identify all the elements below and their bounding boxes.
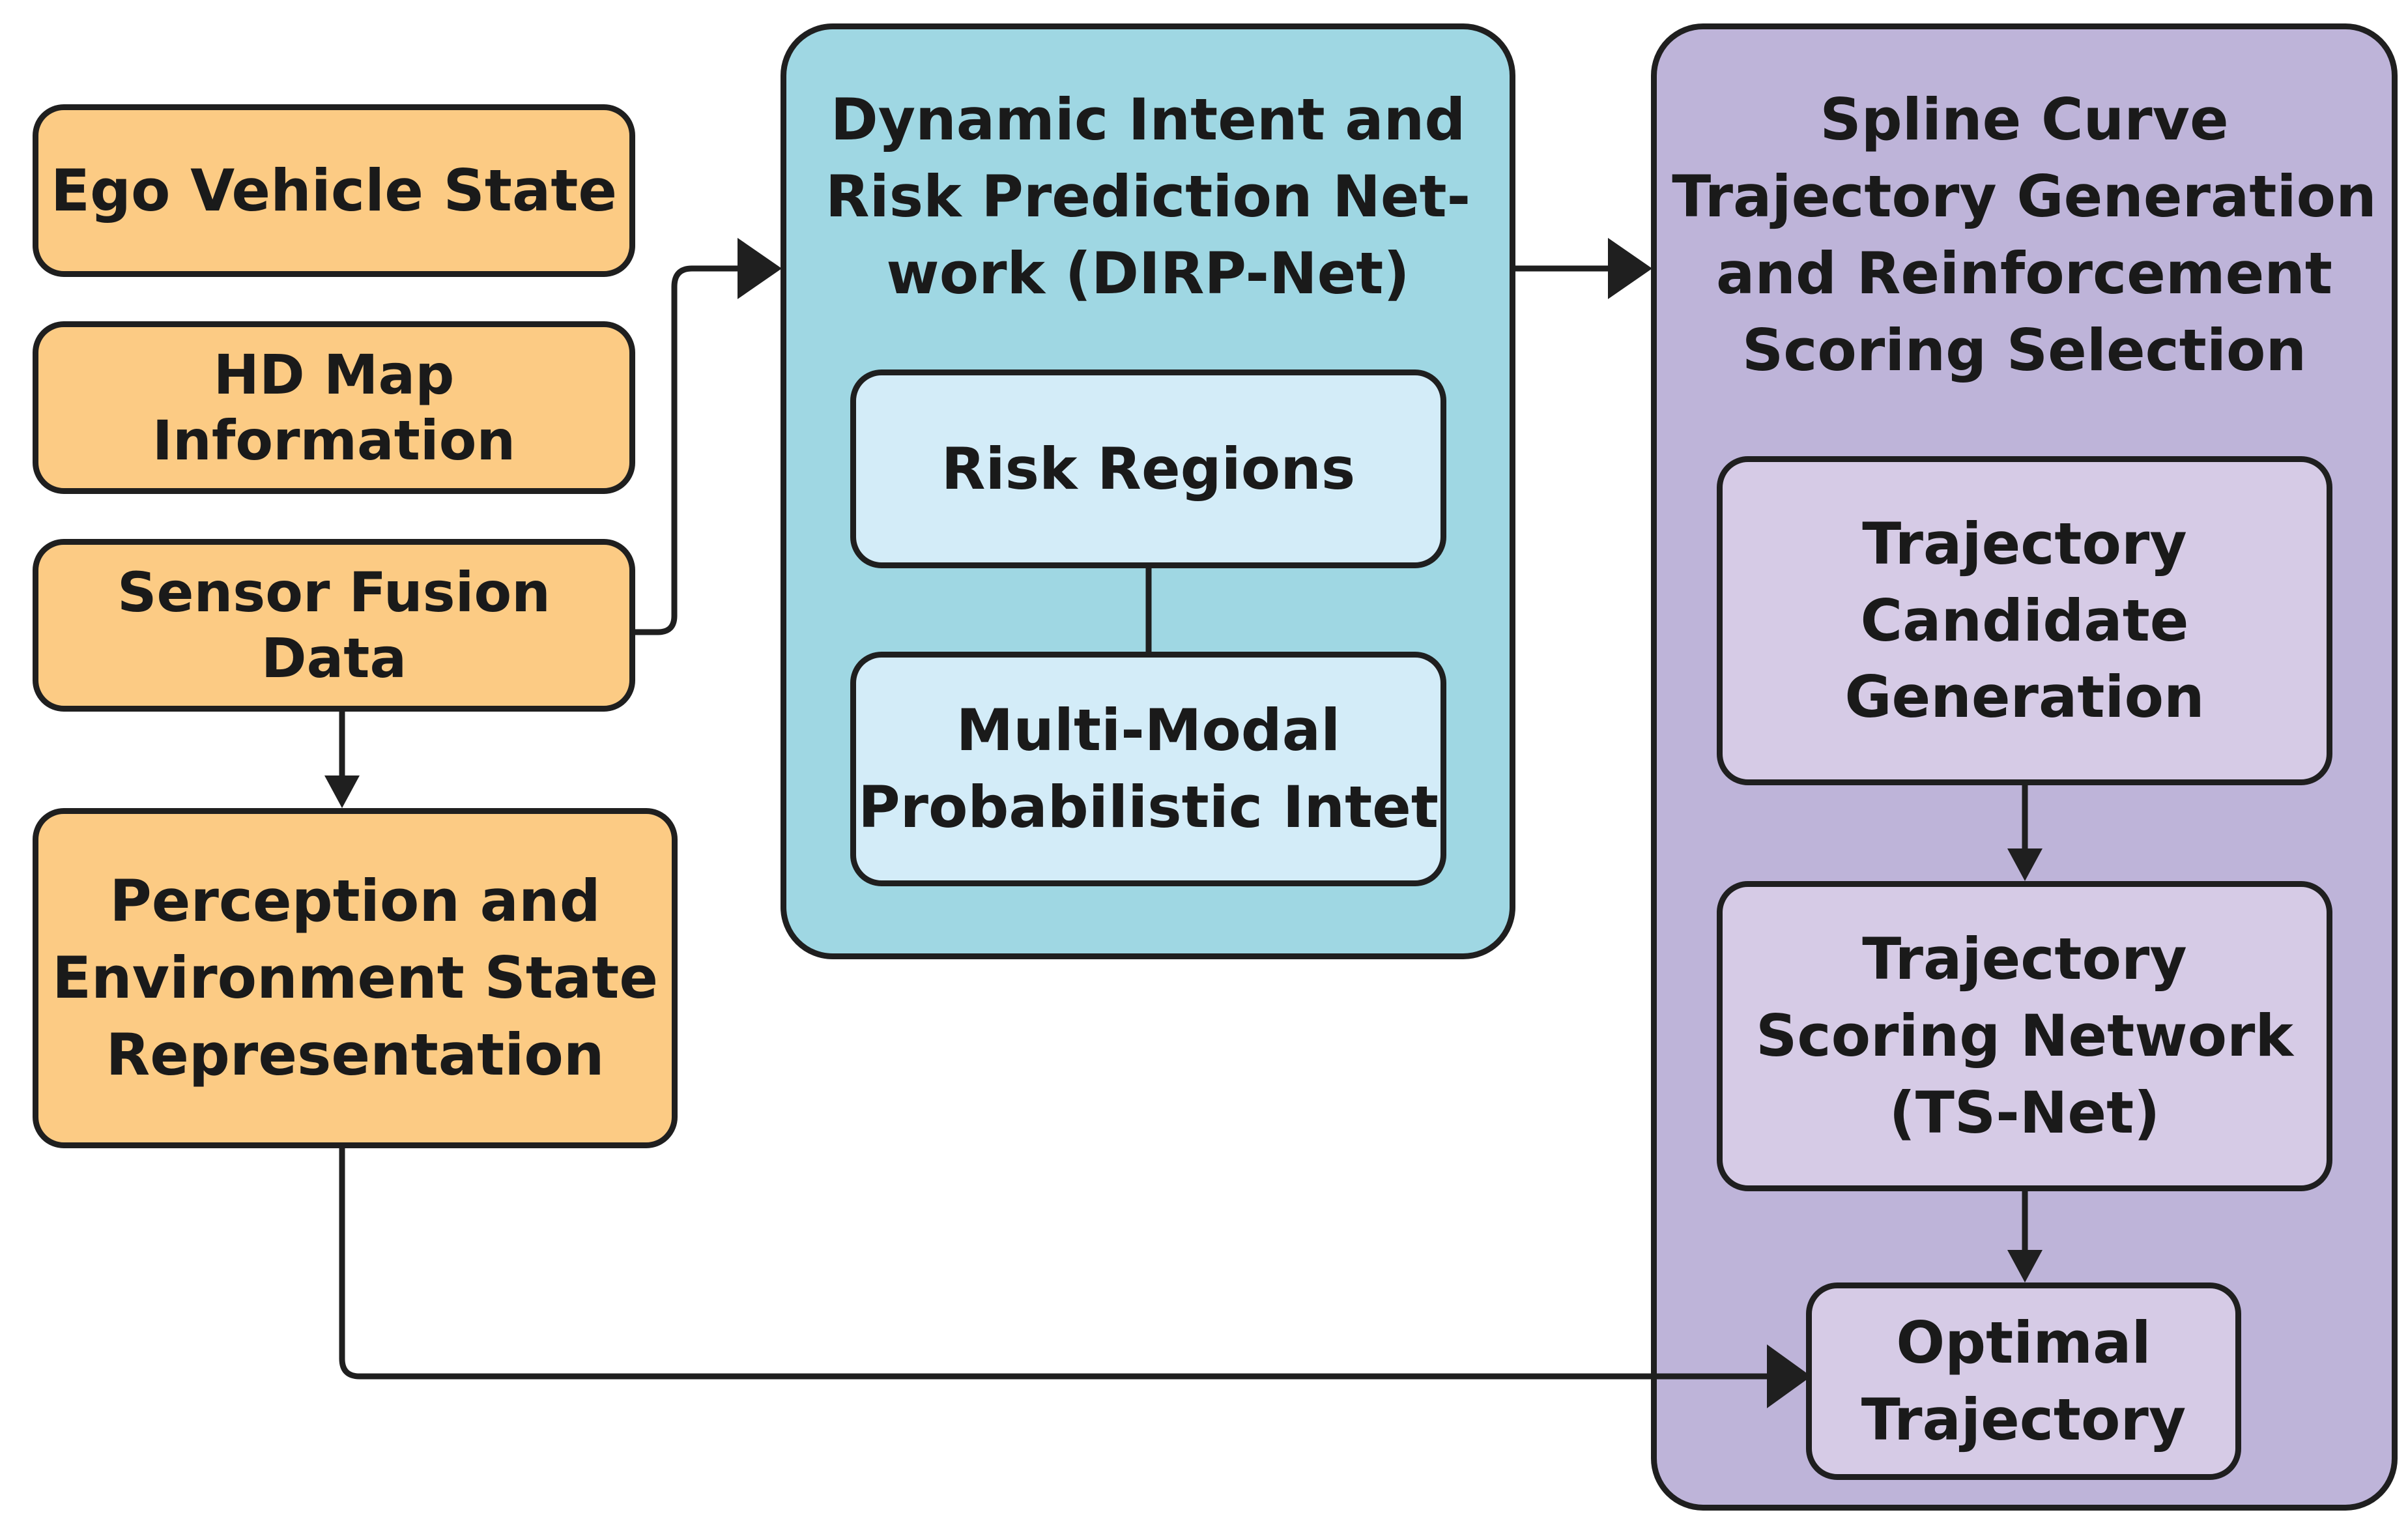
risk-regions-box: Risk Regions: [850, 370, 1446, 568]
arrowhead-perception-to-optimal: [1767, 1344, 1811, 1408]
spline-title: Spline Curve Trajectory Generation and R…: [1672, 86, 2377, 384]
multi-modal-box: Multi-Modal Probabilistic Intet: [850, 652, 1446, 886]
trajectory-scoring-network-box: Trajectory Scoring Network (TS-Net): [1717, 881, 2332, 1191]
sensor-fusion-data-box: Sensor Fusion Data: [33, 539, 635, 712]
arrow-perception-to-optimal: [339, 1148, 1772, 1380]
arrowhead-scoring-to-optimal: [2007, 1250, 2042, 1282]
ego-vehicle-state-box: Ego Vehicle State: [33, 104, 635, 277]
arrowhead-dirp-to-spline: [1608, 238, 1652, 299]
arrow-sensor-to-dirp: [635, 265, 743, 635]
arrowhead-candidate-to-scoring: [2007, 848, 2042, 881]
trajectory-candidate-generation-box: Trajectory Candidate Generation: [1717, 456, 2332, 785]
optimal-trajectory-box: Optimal Trajectory: [1806, 1282, 2241, 1480]
arrowhead-sensor-to-dirp: [738, 238, 782, 299]
arrowhead-sensor-to-perception: [324, 775, 360, 808]
hd-map-information-box: HD Map Information: [33, 321, 635, 494]
perception-box: Perception and Environment State Represe…: [33, 808, 678, 1148]
dirp-net-title: Dynamic Intent and Risk Prediction Net- …: [825, 86, 1471, 307]
